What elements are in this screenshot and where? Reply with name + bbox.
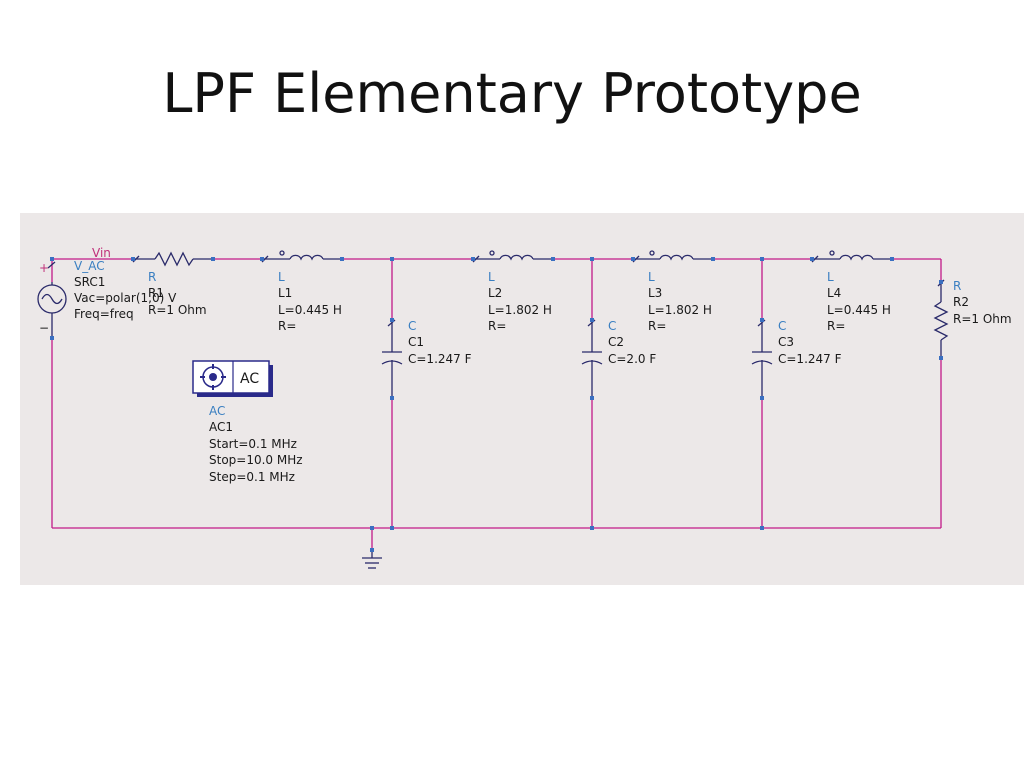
capacitor-c1-symbol[interactable] xyxy=(381,319,403,398)
l3-resistance: R= xyxy=(648,319,666,333)
source-vac: Vac=polar(1,0) V xyxy=(74,291,177,305)
r2-value: R=1 Ohm xyxy=(953,312,1012,326)
r2-name: R2 xyxy=(953,295,969,309)
r1-value: R=1 Ohm xyxy=(148,303,207,317)
net-label-vin: Vin xyxy=(92,246,111,260)
ac-name: AC1 xyxy=(209,420,233,434)
c3-kind: C xyxy=(778,319,786,333)
l4-value: L=0.445 H xyxy=(827,303,891,317)
ac-kind: AC xyxy=(209,404,225,418)
l2-resistance: R= xyxy=(488,319,506,333)
ac-voltage-source-symbol[interactable] xyxy=(37,261,67,338)
c1-kind: C xyxy=(408,319,416,333)
ac-controller-icon xyxy=(200,364,226,390)
inductor-l2-symbol[interactable] xyxy=(472,250,553,263)
connection-nodes xyxy=(50,257,943,552)
l1-value: L=0.445 H xyxy=(278,303,342,317)
page-title: LPF Elementary Prototype xyxy=(162,62,862,125)
ac-start: Start=0.1 MHz xyxy=(209,437,297,451)
source-minus-sign: − xyxy=(39,321,49,335)
ac-controller-block[interactable] xyxy=(192,360,273,397)
ac-step: Step=0.1 MHz xyxy=(209,470,295,484)
l3-name: L3 xyxy=(648,286,662,300)
l2-value: L=1.802 H xyxy=(488,303,552,317)
l3-kind: L xyxy=(648,270,655,284)
r1-name: R1 xyxy=(148,286,164,300)
c1-name: C1 xyxy=(408,335,424,349)
capacitor-c3-symbol[interactable] xyxy=(751,319,773,398)
ac-stop: Stop=10.0 MHz xyxy=(209,453,303,467)
source-kind: V_AC xyxy=(74,259,105,273)
c2-kind: C xyxy=(608,319,616,333)
l4-name: L4 xyxy=(827,286,841,300)
capacitor-c2-symbol[interactable] xyxy=(581,319,603,398)
c3-value: C=1.247 F xyxy=(778,352,842,366)
ground-symbol[interactable] xyxy=(362,550,382,569)
l2-kind: L xyxy=(488,270,495,284)
l1-kind: L xyxy=(278,270,285,284)
r2-kind: R xyxy=(953,279,961,293)
c1-value: C=1.247 F xyxy=(408,352,472,366)
source-plus-sign: + xyxy=(39,261,49,275)
r1-kind: R xyxy=(148,270,156,284)
l3-value: L=1.802 H xyxy=(648,303,712,317)
inductor-l3-symbol[interactable] xyxy=(632,250,713,263)
l4-kind: L xyxy=(827,270,834,284)
c2-name: C2 xyxy=(608,335,624,349)
c3-name: C3 xyxy=(778,335,794,349)
schematic-panel xyxy=(20,213,1024,585)
ground-wire xyxy=(51,259,942,550)
inductor-l1-symbol[interactable] xyxy=(261,250,342,263)
resistor-r2-symbol[interactable] xyxy=(933,279,949,358)
source-freq: Freq=freq xyxy=(74,307,134,321)
l1-name: L1 xyxy=(278,286,292,300)
inductor-l4-symbol[interactable] xyxy=(811,250,892,263)
l1-resistance: R= xyxy=(278,319,296,333)
resistor-r1-symbol[interactable] xyxy=(132,251,213,267)
source-name: SRC1 xyxy=(74,275,105,289)
c2-value: C=2.0 F xyxy=(608,352,656,366)
ac-controller-box-label: AC xyxy=(240,371,259,387)
l4-resistance: R= xyxy=(827,319,845,333)
l2-name: L2 xyxy=(488,286,502,300)
